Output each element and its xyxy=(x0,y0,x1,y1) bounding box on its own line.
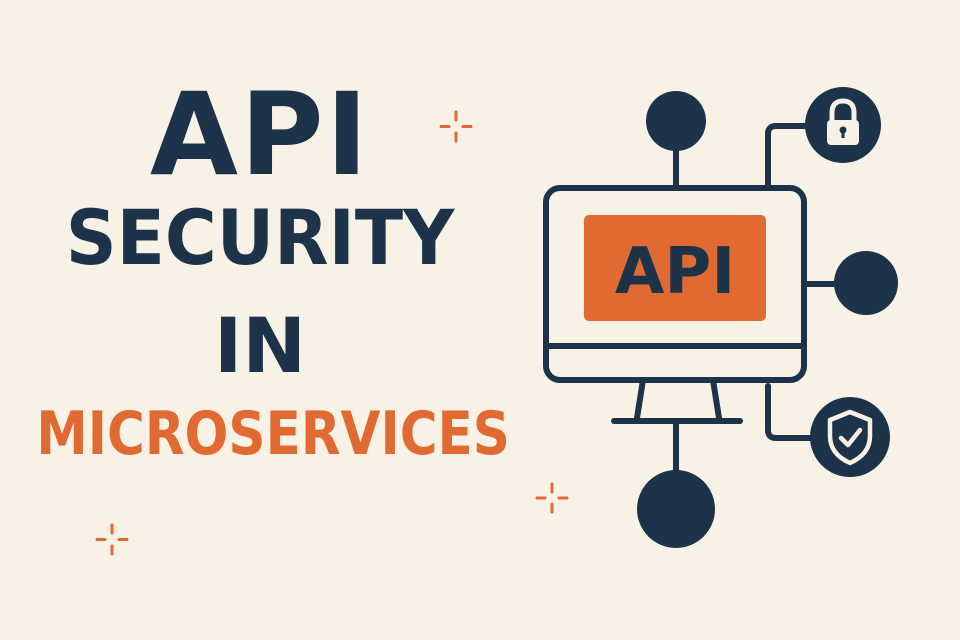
title-line-security: SECURITY xyxy=(65,193,455,282)
right-node xyxy=(834,251,898,315)
shield-check-icon xyxy=(827,409,873,466)
lock-icon xyxy=(827,98,859,145)
lock-node xyxy=(805,87,881,163)
sparkle-icon xyxy=(439,110,473,143)
title-line-in: IN xyxy=(214,301,306,390)
shield-node xyxy=(810,397,890,477)
top-node xyxy=(646,91,706,151)
api-screen-badge xyxy=(584,215,766,321)
api-screen-label: API xyxy=(615,235,735,309)
title-block: API SECURITY IN MICROSERVICES xyxy=(36,68,510,469)
title-line-microservices: MICROSERVICES xyxy=(36,399,510,469)
bottom-node xyxy=(637,470,715,548)
sparkle-icon xyxy=(535,482,569,514)
title-line-api: API xyxy=(149,68,371,201)
monitor: API xyxy=(543,185,807,424)
sparkle-icon xyxy=(95,523,129,556)
